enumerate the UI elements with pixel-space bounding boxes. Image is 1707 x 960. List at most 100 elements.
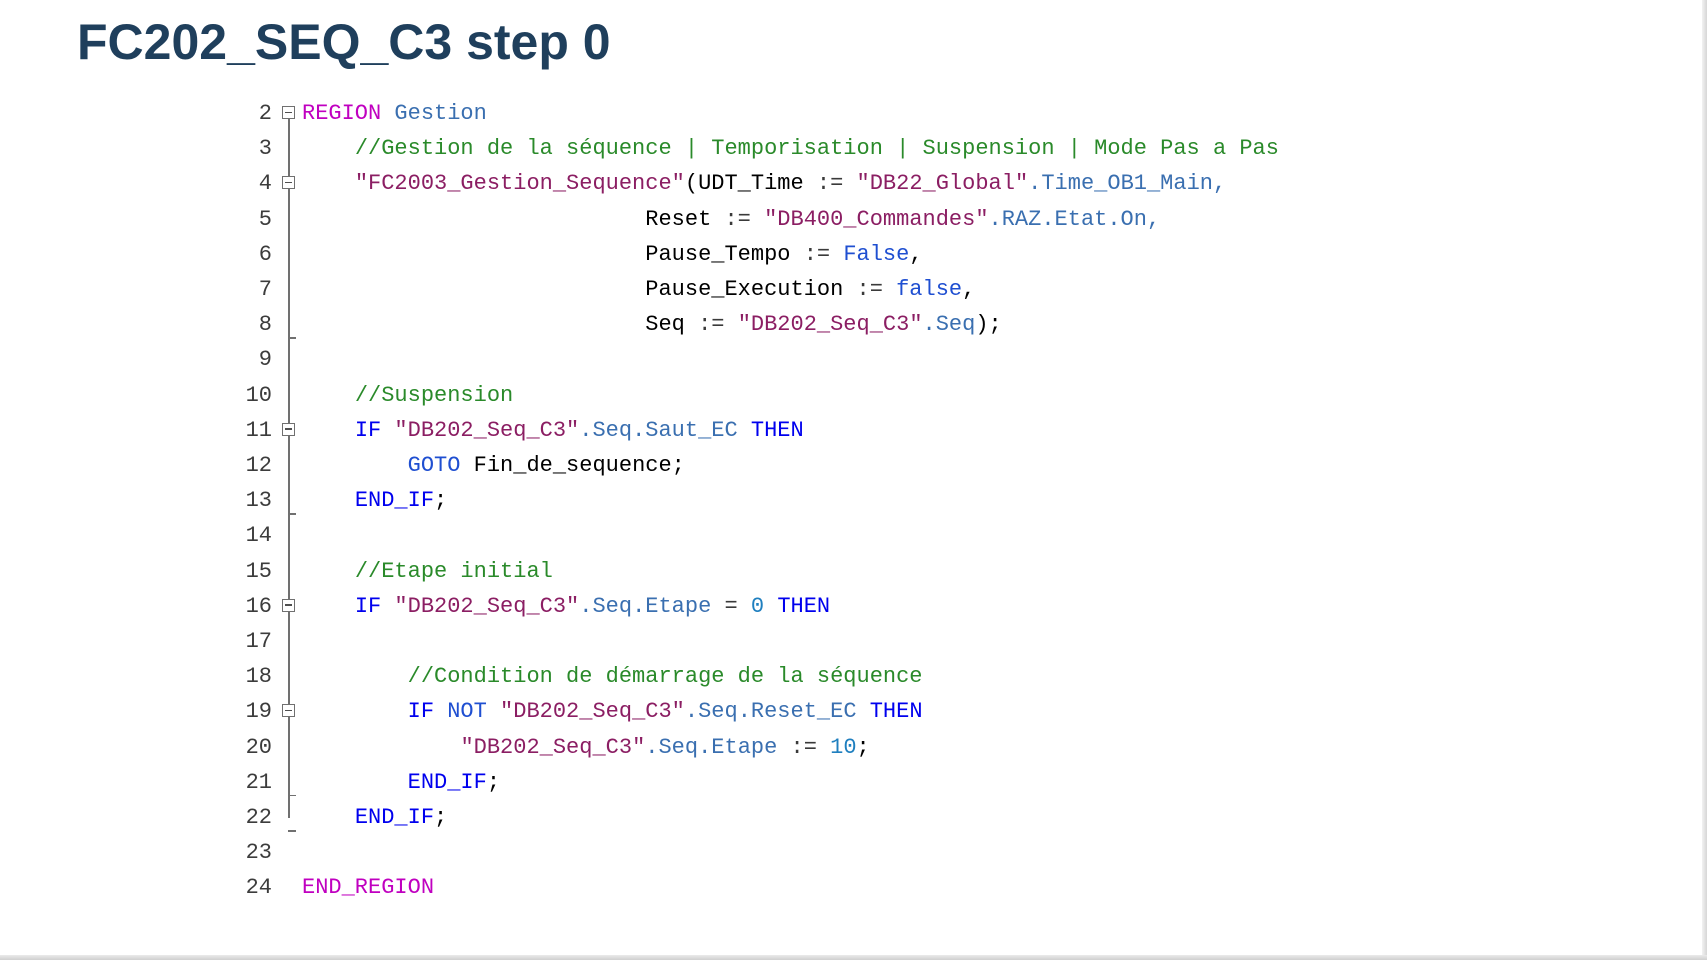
code-token: ); [975, 312, 1002, 338]
slide-title: FC202_SEQ_C3 step 0 [77, 14, 611, 70]
slide-bottom-border [0, 955, 1707, 960]
code-text: END_IF; [302, 765, 500, 800]
code-line[interactable]: 21 END_IF; [222, 765, 1422, 800]
code-line[interactable]: 14 [222, 518, 1422, 553]
code-token [302, 277, 645, 302]
line-number: 15 [245, 558, 272, 584]
code-token [302, 488, 355, 513]
line-number: 16 [245, 593, 272, 619]
code-line[interactable]: 12 GOTO Fin_de_sequence; [222, 448, 1422, 483]
code-token: .Seq.Saut_EC [579, 417, 751, 443]
code-line[interactable]: 13 END_IF; [222, 483, 1422, 518]
code-line[interactable]: 15 //Etape initial [222, 554, 1422, 589]
code-token: .RAZ.Etat.On, [988, 206, 1161, 232]
code-token [302, 242, 645, 267]
collapse-minus-icon[interactable] [282, 704, 295, 718]
code-line[interactable]: 22 END_IF; [222, 800, 1422, 835]
code-token: Pause_Tempo [645, 241, 804, 267]
code-token: "DB202_Seq_C3" [737, 312, 923, 338]
collapse-minus-icon[interactable] [282, 598, 295, 612]
code-text: END_REGION [302, 870, 434, 905]
code-token: ; [434, 488, 448, 514]
code-token: IF [407, 699, 448, 725]
code-token: := [790, 734, 831, 760]
code-token: "DB400_Commandes" [764, 206, 989, 232]
code-text: //Suspension [302, 378, 513, 413]
line-number: 21 [245, 769, 272, 795]
code-token: False [843, 241, 910, 267]
code-line[interactable]: 11 IF "DB202_Seq_C3".Seq.Saut_EC THEN [222, 413, 1422, 448]
code-token [302, 559, 355, 584]
line-number: 11 [245, 417, 272, 443]
code-line[interactable]: 3 //Gestion de la séquence | Temporisati… [222, 131, 1422, 166]
code-token: .Seq [922, 312, 976, 338]
code-token: .Time_OB1_Main, [1028, 171, 1227, 197]
code-token: .Seq.Reset_EC [684, 699, 870, 725]
code-token [302, 207, 645, 232]
line-number: 22 [245, 805, 272, 830]
code-token: := [816, 171, 857, 197]
code-token [302, 383, 355, 408]
code-token [302, 735, 460, 760]
code-token: Reset [645, 206, 725, 232]
code-token [302, 699, 408, 724]
code-line[interactable]: 16 IF "DB202_Seq_C3".Seq.Etape = 0 THEN [222, 589, 1422, 624]
code-text: END_IF; [302, 483, 447, 518]
code-line[interactable]: 10 //Suspension [222, 378, 1422, 413]
code-line[interactable]: 5 Reset := "DB400_Commandes".RAZ.Etat.On… [222, 202, 1422, 237]
code-line[interactable]: 9 [222, 342, 1422, 377]
code-token: "FC2003_Gestion_Sequence" [354, 171, 685, 197]
code-token: (UDT_Time [684, 171, 817, 197]
fold-end-marker [288, 337, 296, 339]
code-text: GOTO Fin_de_sequence; [302, 448, 685, 483]
line-number: 5 [258, 206, 272, 232]
code-token: GOTO [407, 453, 474, 478]
code-token: THEN [869, 699, 923, 725]
code-text: IF NOT "DB202_Seq_C3".Seq.Reset_EC THEN [302, 694, 923, 729]
code-text: Seq := "DB202_Seq_C3".Seq); [302, 307, 1002, 342]
code-token: , [962, 277, 976, 302]
code-line[interactable]: 7 Pause_Execution := false, [222, 272, 1422, 307]
code-text: //Gestion de la séquence | Temporisation… [302, 131, 1279, 166]
code-line[interactable]: 18 //Condition de démarrage de la séquen… [222, 659, 1422, 694]
line-number: 6 [258, 241, 272, 267]
code-line[interactable]: 6 Pause_Tempo := False, [222, 237, 1422, 272]
code-token [302, 594, 355, 619]
line-number: 24 [245, 875, 272, 901]
code-line[interactable]: 4 "FC2003_Gestion_Sequence"(UDT_Time := … [222, 166, 1422, 201]
code-token: REGION [302, 101, 382, 126]
fold-guide-region [288, 111, 290, 818]
code-line[interactable]: 8 Seq := "DB202_Seq_C3".Seq); [222, 307, 1422, 342]
collapse-minus-icon[interactable] [282, 422, 295, 436]
code-token: END_IF [354, 805, 435, 830]
slide-right-border [1702, 0, 1707, 960]
code-line[interactable]: 20 "DB202_Seq_C3".Seq.Etape := 10; [222, 730, 1422, 765]
code-text: "DB202_Seq_C3".Seq.Etape := 10; [302, 730, 869, 765]
code-token: false [896, 277, 963, 302]
code-token: //Etape initial [354, 558, 553, 584]
code-text: IF "DB202_Seq_C3".Seq.Saut_EC THEN [302, 413, 804, 448]
line-number: 20 [245, 734, 272, 760]
code-line[interactable]: 24 END_REGION [222, 870, 1422, 905]
code-line[interactable]: 19 IF NOT "DB202_Seq_C3".Seq.Reset_EC TH… [222, 694, 1422, 729]
code-token: "DB202_Seq_C3" [394, 593, 580, 619]
code-line[interactable]: 17 [222, 624, 1422, 659]
line-number: 14 [245, 523, 272, 549]
code-text: Pause_Tempo := False, [302, 237, 922, 272]
code-token [302, 171, 355, 196]
fold-end-marker [288, 513, 296, 515]
code-token: END_REGION [302, 875, 435, 901]
code-token: .Seq.Etape [579, 593, 725, 619]
collapse-minus-icon[interactable] [282, 176, 295, 190]
code-token [302, 136, 355, 161]
code-line[interactable]: 23 [222, 835, 1422, 870]
code-token: := [724, 206, 765, 232]
fold-end-marker [288, 794, 296, 797]
code-token: Pause_Execution [645, 277, 857, 302]
collapse-minus-icon[interactable] [282, 106, 295, 119]
code-text: //Condition de démarrage de la séquence [302, 659, 923, 694]
code-token [302, 418, 355, 443]
